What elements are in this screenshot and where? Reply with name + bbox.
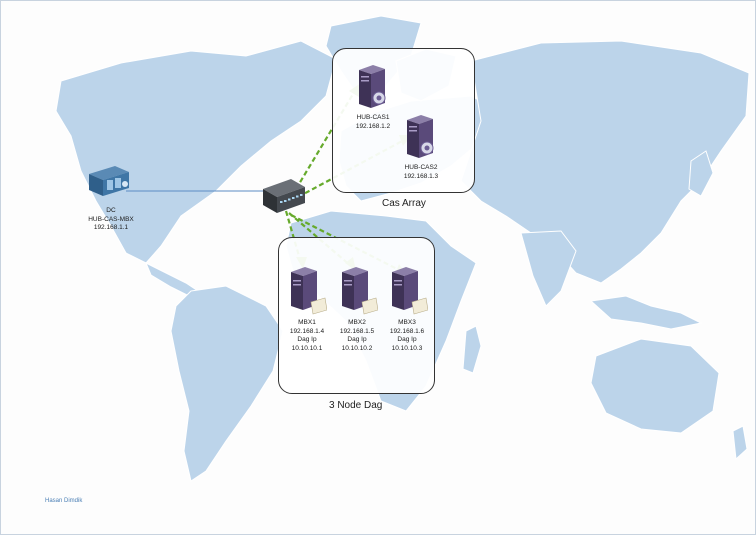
- dc-ip: 192.168.1.1: [93, 224, 129, 231]
- dc-name: DC: [106, 207, 116, 214]
- mbx3-dag-ip-label: Dag Ip: [397, 336, 417, 343]
- map-indonesia: [589, 295, 703, 330]
- link-switch-cas2: [297, 138, 407, 198]
- switch-icon[interactable]: [259, 177, 309, 217]
- mbx2-label: MBX2 192.168.1.5 Dag Ip 10.10.10.2: [327, 319, 387, 353]
- cas-array-caption: Cas Array: [382, 198, 426, 209]
- mbx1-label: MBX1 192.168.1.4 Dag Ip 10.10.10.1: [277, 319, 337, 353]
- dc-role: HUB-CAS-MBX: [88, 215, 134, 223]
- mbx2-dag-ip: 10.10.10.2: [341, 344, 373, 352]
- mbx3-name: MBX3: [398, 319, 416, 326]
- map-australia: [590, 338, 720, 434]
- map-india: [520, 230, 577, 307]
- author-credit: Hasan Dimdik: [45, 498, 83, 504]
- dc-label: DC HUB-CAS-MBX 192.168.1.1: [81, 207, 141, 233]
- cas-array-box: [332, 48, 475, 193]
- mbx3-server-icon[interactable]: [388, 266, 428, 316]
- hub-cas2-name: HUB-CAS2: [404, 164, 438, 171]
- mbx1-name: MBX1: [298, 319, 316, 326]
- hub-cas2-label: HUB-CAS2 192.168.1.3: [391, 164, 451, 181]
- mbx3-dag-ip: 10.10.10.3: [391, 344, 423, 352]
- mbx2-ip: 192.168.1.5: [339, 327, 375, 335]
- mbx1-dag-ip: 10.10.10.1: [291, 344, 323, 352]
- hub-cas1-name: HUB-CAS1: [356, 114, 390, 121]
- hub-cas1-label: HUB-CAS1 192.168.1.2: [343, 114, 403, 131]
- map-asia: [460, 40, 750, 284]
- mbx2-server-icon[interactable]: [338, 266, 378, 316]
- mbx1-dag-ip-label: Dag Ip: [297, 336, 317, 343]
- mbx3-label: MBX3 192.168.1.6 Dag Ip 10.10.10.3: [377, 319, 437, 353]
- map-south-america: [170, 285, 284, 482]
- hub-cas2-server-icon[interactable]: [403, 114, 437, 162]
- map-japan: [688, 150, 714, 197]
- map-new-zealand: [732, 425, 748, 461]
- hub-cas1-ip: 192.168.1.2: [355, 122, 391, 130]
- map-madagascar: [462, 325, 482, 374]
- dc-server-icon[interactable]: [87, 164, 131, 198]
- mbx1-server-icon[interactable]: [287, 266, 327, 316]
- mbx2-name: MBX2: [348, 319, 366, 326]
- hub-cas2-ip: 192.168.1.3: [403, 172, 439, 180]
- link-switch-mbx3: [290, 214, 402, 272]
- mbx1-ip: 192.168.1.4: [289, 327, 325, 335]
- dag-caption: 3 Node Dag: [329, 400, 383, 411]
- mbx3-ip: 192.168.1.6: [389, 327, 425, 335]
- hub-cas1-server-icon[interactable]: [355, 64, 389, 112]
- mbx2-dag-ip-label: Dag Ip: [347, 336, 367, 343]
- dag-box: [278, 237, 435, 394]
